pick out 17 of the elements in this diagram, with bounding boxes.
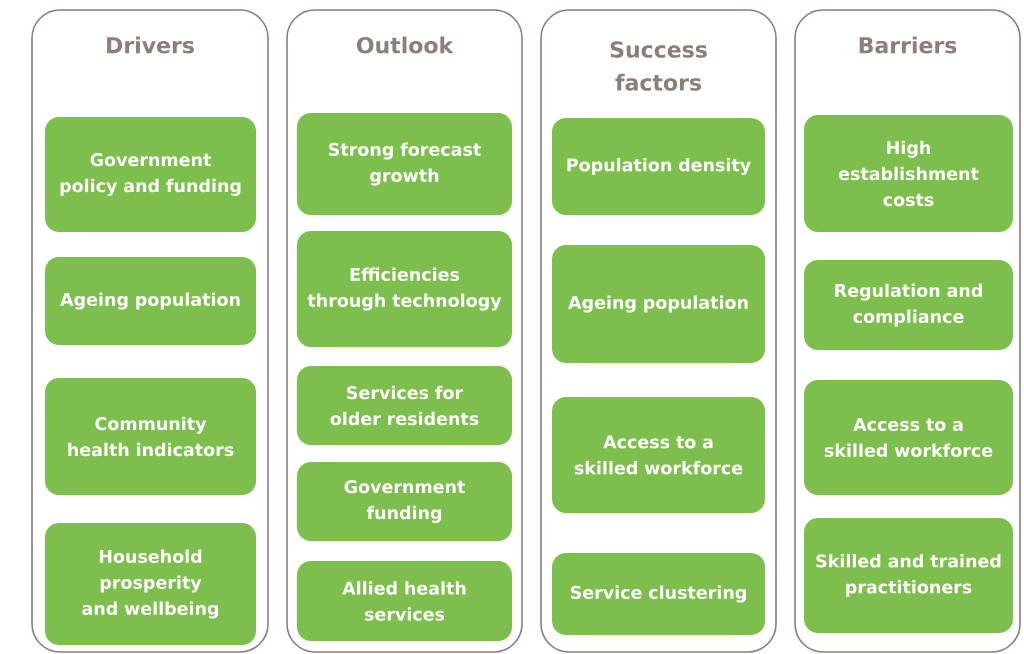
category-box: Allied health services — [297, 561, 512, 641]
category-box: Service clustering — [552, 553, 765, 635]
category-box: Efficiencies through technology — [297, 231, 512, 347]
category-box: Household prosperity and wellbeing — [45, 523, 256, 645]
category-box: Access to a skilled workforce — [552, 397, 765, 513]
category-box: Strong forecast growth — [297, 113, 512, 215]
category-box: Ageing population — [552, 245, 765, 363]
category-box: Services for older residents — [297, 366, 512, 445]
category-box: Population density — [552, 118, 765, 215]
category-box: Government funding — [297, 462, 512, 541]
category-box: Access to a skilled workforce — [804, 380, 1013, 495]
category-box: Ageing population — [45, 257, 256, 345]
category-box: Skilled and trained practitioners — [804, 518, 1013, 633]
category-box: Government policy and funding — [45, 117, 256, 232]
category-box: High establishment costs — [804, 115, 1013, 232]
category-box: Regulation and compliance — [804, 260, 1013, 350]
category-box: Community health indicators — [45, 378, 256, 495]
